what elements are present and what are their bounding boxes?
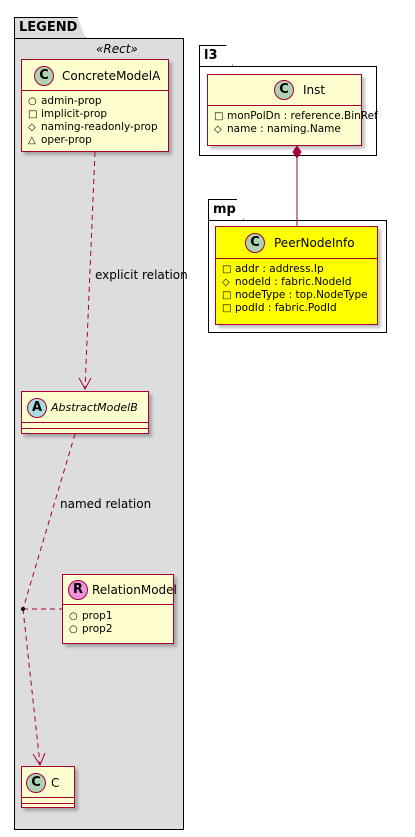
concrete-attr-row: ◇naming-readonly-prop	[28, 121, 158, 133]
inst-name: Inst	[303, 83, 326, 97]
relation-model-class[interactable]: R RelationModel ○prop1 ○prop2	[62, 574, 177, 644]
explicit-relation-label: explicit relation	[95, 268, 188, 282]
named-relation-label: named relation	[60, 497, 152, 511]
protected-field-icon: ◇	[214, 124, 222, 135]
l3-package-tab: l3	[199, 45, 233, 67]
private-field-icon: □	[222, 290, 232, 301]
relation-attr-row: ○prop2	[69, 623, 113, 635]
abstract-model-b-class[interactable]: A AbstractModelB	[21, 391, 149, 434]
concrete-attr-row: ○admin-prop	[28, 95, 102, 107]
inst-attr-row: ◇name : naming.Name	[214, 123, 341, 135]
private-field-icon: □	[222, 264, 232, 275]
relation-attr-row: ○prop1	[69, 610, 113, 622]
public-field-icon: ○	[69, 611, 78, 622]
peer-attr-row: □podId : fabric.PodId	[222, 302, 337, 314]
peer-attr-row: □addr : address.Ip	[222, 263, 324, 275]
inst-attr-row: □monPolDn : reference.BinRef	[214, 110, 378, 122]
junction-point	[21, 607, 25, 611]
relation-circle-icon: R	[68, 580, 88, 600]
private-field-icon: □	[28, 109, 38, 120]
concrete-model-a-class[interactable]: C ConcreteModelA ○admin-prop □implicit-p…	[21, 59, 169, 152]
class-circle-icon: C	[26, 773, 46, 793]
named-relation-edge-upper	[22, 433, 76, 610]
legend-stereotype: «Rect»	[96, 42, 138, 56]
protected-field-icon: ◇	[222, 277, 230, 288]
concrete-attr-row: □implicit-prop	[28, 108, 108, 120]
private-field-icon: □	[222, 303, 232, 314]
relation-model-name: RelationModel	[92, 583, 177, 597]
legend-package-tab: LEGEND	[14, 17, 86, 39]
explicit-relation-edge	[84, 151, 96, 390]
peer-attr-row: □nodeType : top.NodeType	[222, 289, 368, 301]
legend-package	[14, 38, 184, 830]
explicit-relation-arrowhead	[78, 377, 92, 391]
public-field-icon: ○	[69, 624, 78, 635]
concrete-model-a-name: ConcreteModelA	[62, 69, 161, 83]
public-field-icon: ○	[28, 96, 37, 107]
abstract-model-b-name: AbstractModelB	[51, 401, 138, 414]
abstract-circle-icon: A	[27, 398, 47, 418]
named-relation-edge-lower	[22, 608, 41, 765]
c-class-name: C	[51, 776, 60, 790]
l3-package-name: l3	[204, 48, 218, 63]
named-relation-arrowhead	[32, 752, 46, 767]
class-circle-icon: C	[245, 233, 265, 253]
inst-class[interactable]: C Inst □monPolDn : reference.BinRef ◇nam…	[207, 74, 378, 146]
package-field-icon: △	[28, 135, 36, 146]
peer-node-info-name: PeerNodeInfo	[274, 236, 355, 250]
class-circle-icon: C	[34, 66, 54, 86]
protected-field-icon: ◇	[28, 122, 36, 133]
class-circle-icon: C	[274, 80, 294, 100]
c-class[interactable]: C C	[21, 766, 75, 808]
peer-node-info-class[interactable]: C PeerNodeInfo □addr : address.Ip ◇nodeI…	[215, 226, 378, 325]
mp-package-name: mp	[213, 202, 236, 217]
concrete-attr-row: △oper-prop	[28, 134, 92, 146]
peer-attr-row: ◇nodeId : fabric.NodeId	[222, 276, 352, 288]
legend-package-name: LEGEND	[19, 20, 78, 35]
composition-diamond-icon	[292, 145, 302, 159]
private-field-icon: □	[214, 111, 224, 122]
